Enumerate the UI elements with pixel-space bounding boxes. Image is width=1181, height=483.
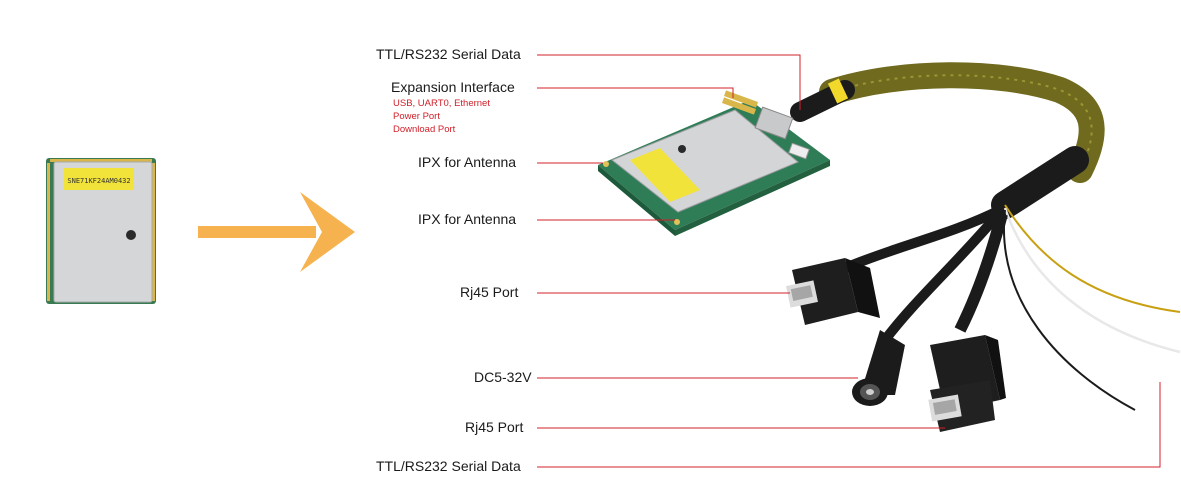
callout-ipx-antenna-2: IPX for Antenna (418, 211, 517, 227)
callout-ttl-serial-top: TTL/RS232 Serial Data (376, 46, 521, 62)
pcb-board-image (598, 90, 830, 236)
wifi-module-image: SNE71KF24AM0432 (46, 158, 156, 304)
callout-dc-power: DC5-32V (474, 369, 532, 385)
callout-rj45-port-1: Rj45 Port (460, 284, 519, 300)
rj45-connector-upper (786, 258, 880, 325)
expansion-detail-power: Power Port (393, 111, 440, 122)
callout-expansion-interface: Expansion Interface (391, 79, 515, 95)
callout-ttl-serial-bottom: TTL/RS232 Serial Data (376, 458, 521, 474)
expansion-detail-usb: USB, UART0, Ethernet (393, 98, 490, 109)
rj45-connector-lower (928, 335, 1006, 432)
module-sticker-text: SNE71KF24AM0432 (67, 177, 130, 185)
callout-rj45-port-2: Rj45 Port (465, 419, 524, 435)
arrow-icon (198, 192, 355, 272)
expansion-detail-download: Download Port (393, 124, 456, 135)
leader-lines (537, 54, 1161, 468)
dc-jack-connector (852, 330, 905, 406)
callout-ipx-antenna-1: IPX for Antenna (418, 154, 517, 170)
cable-assembly-image (786, 62, 1181, 432)
